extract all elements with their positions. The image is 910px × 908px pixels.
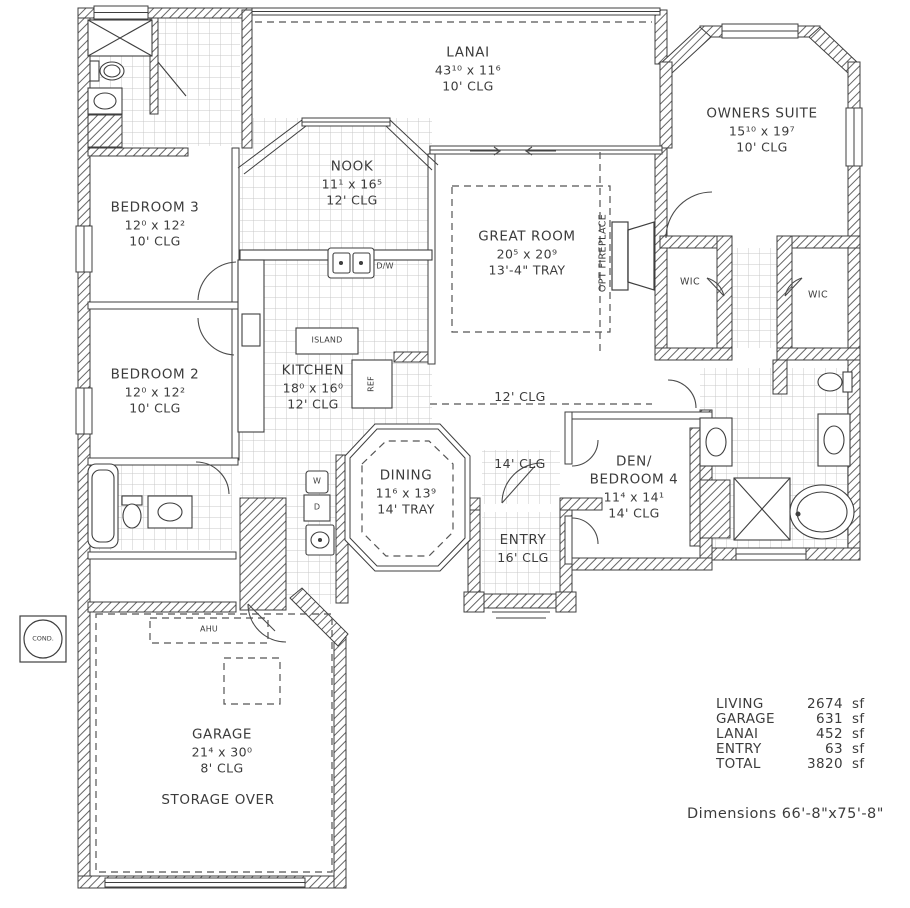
cooktop (241, 313, 261, 347)
entry-steps (492, 611, 550, 619)
table-row: TOTAL 3820 sf (716, 756, 865, 772)
washer-label: W (312, 476, 322, 486)
kitchen-fixtures (237, 247, 433, 433)
laundry-fixtures (303, 470, 335, 556)
dryer (303, 494, 331, 522)
table-row: LANAI 452 sf (716, 726, 865, 742)
vanity-sink-right (823, 425, 845, 455)
bath-topleft-fixtures (87, 19, 187, 115)
hall-bath-fixtures (87, 463, 193, 549)
ahu-label: AHU (200, 624, 218, 634)
dryer-label: D (313, 502, 321, 512)
cond-label: COND. (32, 634, 54, 643)
garage-label: GARAGE 21⁴ x 30⁰ 8' CLG (191, 726, 253, 776)
bedroom3-label: BEDROOM 3 12⁰ x 12² 10' CLG (110, 199, 200, 249)
table-row: GARAGE 631 sf (716, 711, 865, 727)
opt-fireplace-label: OPT FIREPLACE (597, 213, 609, 293)
sink (93, 92, 117, 110)
toilet (817, 372, 843, 392)
owners-suite-label: OWNERS SUITE 15¹⁰ x 19⁷ 10' CLG (706, 105, 818, 155)
vanity-sink-left (705, 427, 727, 457)
wic-right-label: WIC (807, 289, 829, 301)
slider-arrow-right (470, 146, 501, 156)
sink (157, 502, 183, 522)
refrigerator (351, 359, 393, 409)
toilet (122, 503, 142, 529)
dishwasher-label: D/W (376, 261, 394, 271)
nook-label: NOOK 11¹ x 16⁵ 12' CLG (321, 158, 383, 208)
wic-left-label: WIC (679, 276, 701, 288)
fireplace (611, 221, 655, 291)
dining-label: DINING 11⁶ x 13⁹ 14' TRAY (375, 467, 437, 517)
washer (305, 470, 329, 494)
door-arcs (195, 146, 803, 643)
den-bedroom4-label: DEN/ BEDROOM 4 11⁴ x 14¹ 14' CLG (589, 453, 679, 521)
island (295, 327, 359, 355)
overall-dimensions-note: Dimensions 66'-8"x75'-8" (687, 806, 884, 822)
great-room-label: GREAT ROOM 20⁵ x 20⁹ 13'-4" TRAY (478, 228, 576, 278)
windows (75, 5, 863, 888)
lanai-label: LANAI 43¹⁰ x 11⁶ 10' CLG (434, 44, 502, 94)
table-row: ENTRY 63 sf (716, 741, 865, 757)
cond-unit (19, 615, 67, 663)
ceiling-lines (95, 21, 652, 873)
hall-ceiling-label: 12' CLG (494, 388, 546, 404)
slider-arrow-left (525, 146, 556, 156)
vestibule-ceiling-label: 14' CLG (494, 455, 546, 471)
master-bath-fixtures (699, 371, 855, 541)
storage-over-label: STORAGE OVER (161, 792, 275, 809)
entry-label: ENTRY 16' CLG (497, 531, 549, 565)
kitchen-label: KITCHEN 18⁰ x 16⁰ 12' CLG (281, 362, 345, 412)
area-summary-table: LIVING 2674 sf GARAGE 631 sf LANAI 452 s… (716, 697, 868, 772)
ref-label: REF (366, 376, 376, 392)
island-label: ISLAND (311, 335, 343, 345)
table-row: LIVING 2674 sf (716, 696, 865, 712)
bedroom2-label: BEDROOM 2 12⁰ x 12² 10' CLG (110, 366, 200, 416)
